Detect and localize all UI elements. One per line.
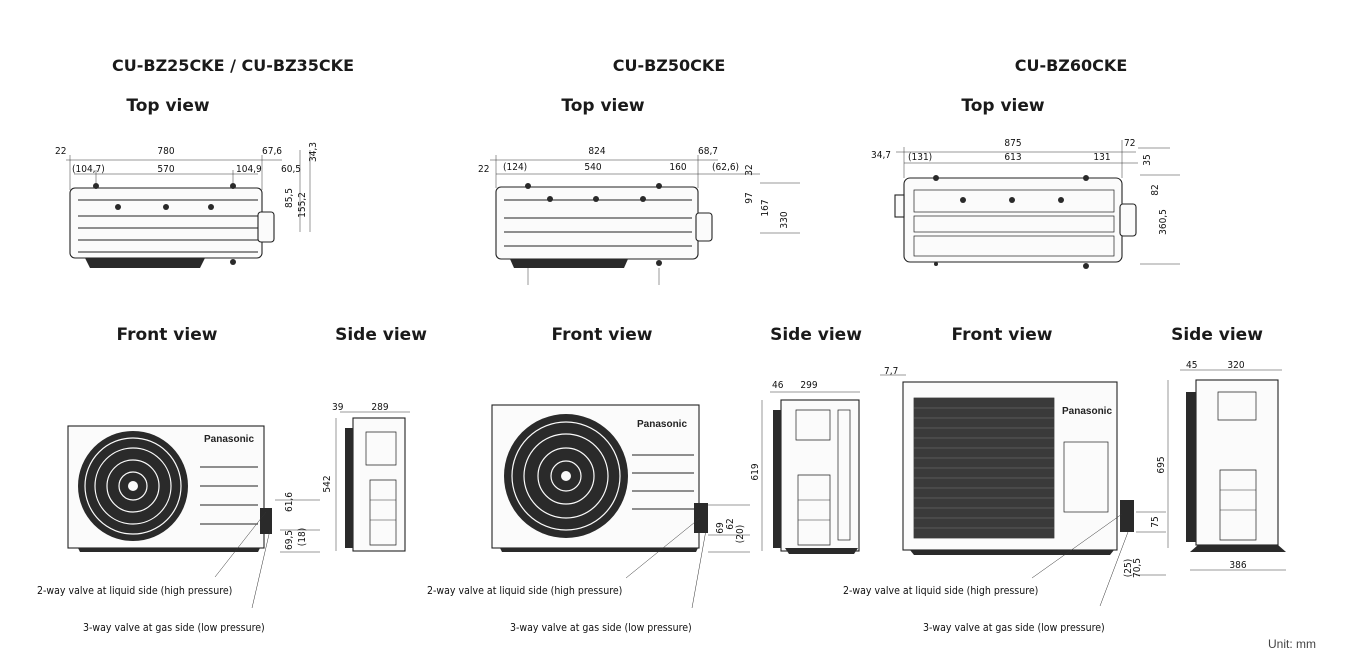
top-dim: 360,5 — [1158, 209, 1169, 235]
top-dim: (131) — [908, 152, 932, 163]
side-dim: 39 — [332, 402, 344, 413]
front-view-title: Front view — [117, 325, 218, 345]
side-view-title: Side view — [335, 325, 427, 345]
side-view-drawing: 39 289 542 — [322, 402, 410, 552]
top-dim: (104,7) — [72, 164, 105, 175]
top-view-drawing: 22 824 (124) 540 160 68,7 (62,6) 32 97 1… — [478, 146, 800, 285]
front-dim: 61,6 — [284, 492, 295, 512]
top-dim: 613 — [1004, 152, 1021, 163]
front-view-drawing: Panasonic 69 62 (20) — [491, 404, 750, 609]
top-dim: 22 — [478, 164, 489, 175]
model-2: CU-BZ50CKE Top view Front view Side view — [427, 56, 862, 634]
top-dim: 780 — [157, 146, 174, 157]
side-dim: 46 — [772, 380, 784, 391]
brand-logo: Panasonic — [637, 419, 687, 430]
model-title: CU-BZ60CKE — [1015, 56, 1128, 75]
side-view-drawing: 46 299 619 — [750, 380, 860, 554]
note-liquid-valve: 2-way valve at liquid side (high pressur… — [843, 585, 1038, 597]
top-dim: 97 — [744, 192, 755, 203]
front-dim: 62 — [725, 518, 736, 529]
top-dim: 32 — [744, 164, 755, 175]
top-dim: 85,5 — [284, 188, 295, 208]
top-dim: 875 — [1004, 138, 1021, 149]
front-view-title: Front view — [952, 325, 1053, 345]
front-dim: 7,7 — [884, 366, 898, 377]
top-dim: 72 — [1124, 138, 1135, 149]
side-dim: 695 — [1156, 456, 1167, 473]
model-3: CU-BZ60CKE Top view Front view Side view — [843, 56, 1286, 634]
side-view-title: Side view — [1171, 325, 1263, 345]
top-dim: 131 — [1093, 152, 1110, 163]
front-dim: 75 — [1150, 516, 1161, 527]
front-dim: (25) — [1123, 559, 1134, 577]
note-liquid-valve: 2-way valve at liquid side (high pressur… — [427, 585, 622, 597]
top-dim: 824 — [588, 146, 605, 157]
top-dim: 570 — [157, 164, 174, 175]
front-view-title: Front view — [552, 325, 653, 345]
brand-logo: Panasonic — [1062, 406, 1112, 417]
front-dim: (20) — [735, 525, 746, 543]
top-dim: 104,9 — [236, 164, 262, 175]
front-grille-pattern — [914, 398, 1054, 538]
top-view-title: Top view — [561, 96, 645, 116]
front-dim: 70,5 — [1132, 558, 1143, 578]
top-dim: 60,5 — [281, 164, 301, 175]
top-dim: 22 — [55, 146, 66, 157]
brand-logo: Panasonic — [204, 434, 254, 445]
top-view-title: Top view — [961, 96, 1045, 116]
side-view-drawing: 45 320 695 386 — [1156, 360, 1286, 571]
note-gas-valve: 3-way valve at gas side (low pressure) — [923, 622, 1105, 634]
top-dim: 67,6 — [262, 146, 282, 157]
side-dim: 542 — [322, 475, 333, 492]
side-dim: 320 — [1227, 360, 1244, 371]
side-dim: 619 — [750, 463, 761, 480]
model-title: CU-BZ50CKE — [613, 56, 726, 75]
note-liquid-valve: 2-way valve at liquid side (high pressur… — [37, 585, 232, 597]
top-view-drawing: 34,7 875 (131) 613 131 72 35 82 360,5 — [871, 138, 1180, 269]
top-dim: (62,6) — [712, 162, 739, 173]
top-dim: 330 — [779, 211, 790, 228]
top-dim: 35 — [1142, 154, 1153, 165]
front-view-drawing: Panasonic 61,6 69,5 (18) — [67, 425, 320, 609]
front-dim: 69,5 — [284, 530, 295, 550]
top-dim: 34,7 — [871, 150, 891, 161]
top-dim: 540 — [584, 162, 601, 173]
side-dim: 45 — [1186, 360, 1197, 371]
top-dim: 160 — [669, 162, 686, 173]
front-dim: 69 — [715, 522, 726, 534]
top-dim: 167 — [760, 199, 771, 216]
side-dim: 386 — [1229, 560, 1246, 571]
front-view-drawing: Panasonic 7,7 75 (25) 70,5 — [880, 366, 1166, 607]
side-dim: 299 — [800, 380, 817, 391]
note-gas-valve: 3-way valve at gas side (low pressure) — [83, 622, 265, 634]
model-1: CU-BZ25CKE / CU-BZ35CKE Top view Front v… — [37, 56, 427, 634]
unit-label: Unit: mm — [1268, 637, 1316, 651]
top-dim: (124) — [503, 162, 527, 173]
top-view-title: Top view — [126, 96, 210, 116]
top-dim: 155,2 — [297, 192, 308, 218]
note-gas-valve: 3-way valve at gas side (low pressure) — [510, 622, 692, 634]
top-view-drawing: 22 780 (104,7) 570 104,9 67,6 60,5 34,3 … — [55, 142, 319, 268]
front-dim: (18) — [297, 528, 308, 546]
model-title: CU-BZ25CKE / CU-BZ35CKE — [112, 56, 354, 75]
side-view-title: Side view — [770, 325, 862, 345]
top-dim: 34,3 — [308, 142, 319, 162]
top-dim: 68,7 — [698, 146, 718, 157]
side-dim: 289 — [371, 402, 388, 413]
top-dim: 82 — [1150, 184, 1161, 195]
